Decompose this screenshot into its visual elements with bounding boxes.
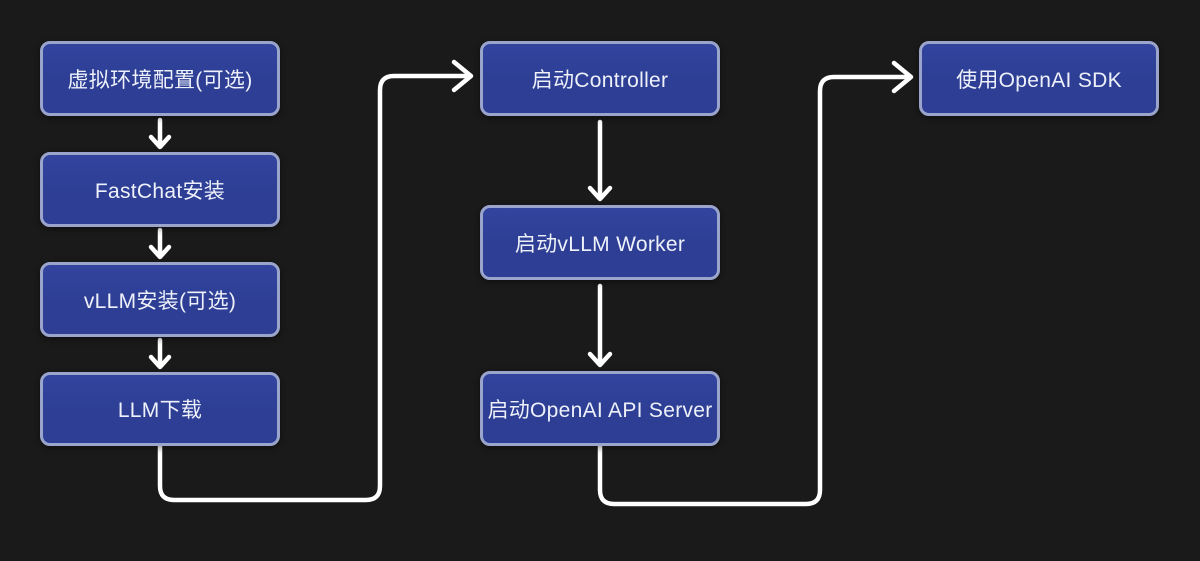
node-fastchat-install: FastChat安装 [40, 152, 280, 227]
node-env-setup: 虚拟环境配置(可选) [40, 41, 280, 116]
node-start-openai-api-server-label: 启动OpenAI API Server [487, 398, 713, 422]
arrow-worker-to-apiserver [587, 283, 613, 368]
node-use-openai-sdk-label: 使用OpenAI SDK [956, 68, 1122, 92]
node-use-openai-sdk: 使用OpenAI SDK [919, 41, 1159, 116]
arrow-llm-to-controller [157, 59, 474, 503]
arrow-controller-to-worker [587, 119, 613, 202]
arrow-env-to-fastchat [148, 117, 172, 150]
node-start-vllm-worker: 启动vLLM Worker [480, 205, 720, 280]
node-vllm-install: vLLM安装(可选) [40, 262, 280, 337]
arrow-apiserver-to-sdk [597, 60, 914, 507]
node-start-controller: 启动Controller [480, 41, 720, 116]
node-start-openai-api-server: 启动OpenAI API Server [480, 371, 720, 446]
node-fastchat-install-label: FastChat安装 [94, 179, 226, 203]
node-vllm-install-label: vLLM安装(可选) [83, 289, 237, 313]
arrow-vllm-to-llm [148, 337, 172, 370]
node-llm-download: LLM下载 [40, 372, 280, 446]
node-start-vllm-worker-label: 启动vLLM Worker [514, 232, 686, 256]
node-start-controller-label: 启动Controller [531, 68, 669, 92]
node-env-setup-label: 虚拟环境配置(可选) [67, 68, 253, 92]
arrow-fastchat-to-vllm [148, 227, 172, 260]
node-llm-download-label: LLM下载 [117, 399, 203, 422]
